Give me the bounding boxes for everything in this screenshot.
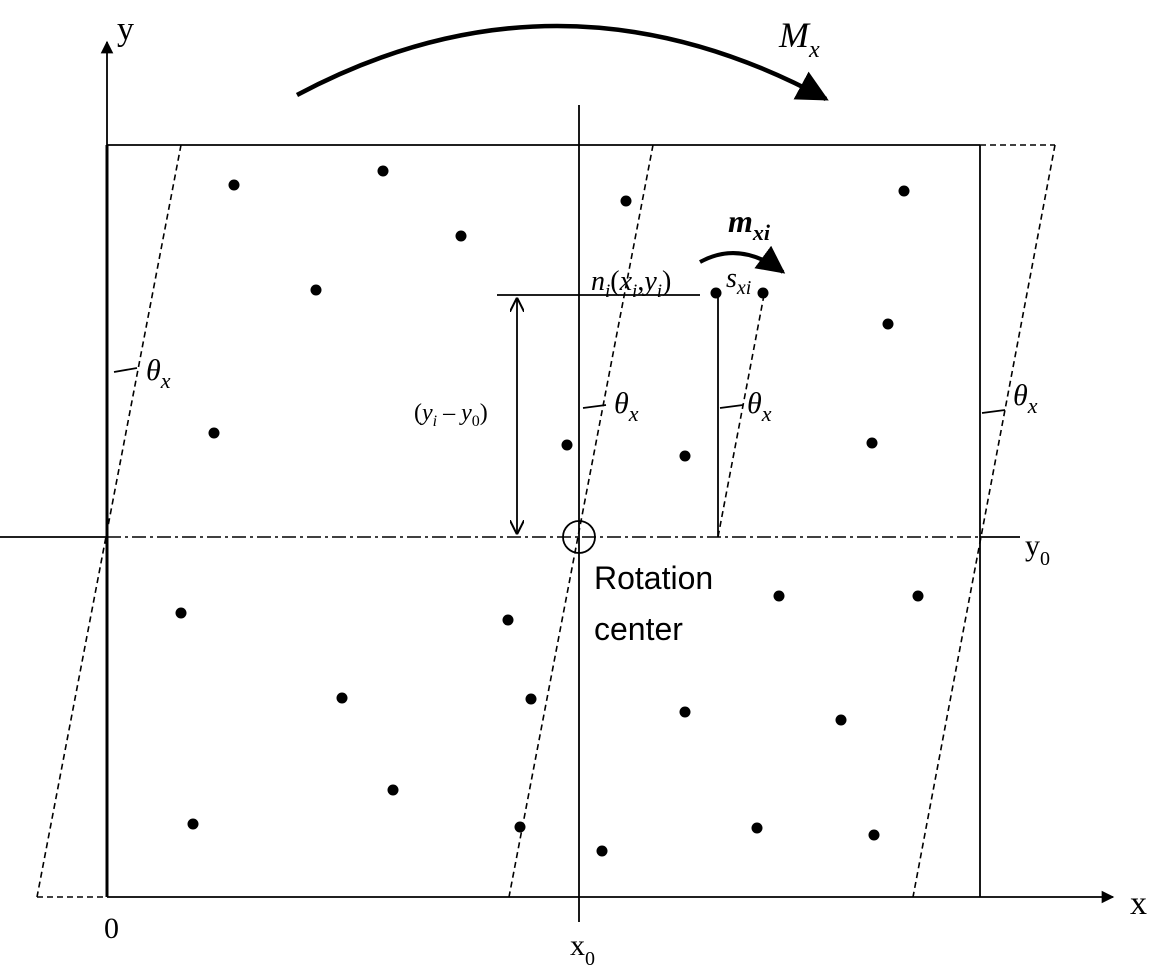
node-dot bbox=[679, 706, 691, 718]
node-dot bbox=[757, 287, 769, 299]
deformed-left-edge bbox=[36, 144, 182, 898]
origin-label: 0 bbox=[104, 912, 119, 945]
node-dot bbox=[502, 614, 514, 626]
node-dot bbox=[175, 607, 187, 619]
node-dot bbox=[898, 185, 910, 197]
x-axis-label: x bbox=[1130, 885, 1147, 922]
y0-label: y0 bbox=[1025, 529, 1050, 570]
node-dot bbox=[387, 784, 399, 796]
node-dot bbox=[455, 230, 467, 242]
y-axis-label: y bbox=[117, 11, 134, 48]
deformed-node-line bbox=[717, 294, 765, 538]
rotation-center-label-line2: center bbox=[594, 611, 683, 647]
node-dot bbox=[336, 692, 348, 704]
node-dot bbox=[187, 818, 199, 830]
node-dot bbox=[835, 714, 847, 726]
node-dot bbox=[596, 845, 608, 857]
node-dot bbox=[882, 318, 894, 330]
angle-label-left: θx bbox=[146, 354, 171, 393]
node-dot bbox=[310, 284, 322, 296]
node-dot bbox=[514, 821, 526, 833]
angle-tick-center bbox=[582, 404, 607, 409]
node-dots bbox=[175, 165, 924, 857]
rotation-center-label-line1: Rotation bbox=[594, 560, 713, 596]
angle-label-node: θx bbox=[747, 387, 772, 426]
distance-label: (yi – y0) bbox=[414, 400, 488, 430]
node-dot bbox=[525, 693, 537, 705]
angle-tick-right bbox=[981, 409, 1006, 414]
node-dot bbox=[228, 179, 240, 191]
deformed-right-edge bbox=[912, 144, 1056, 898]
angle-tick-left bbox=[113, 367, 138, 373]
node-dot bbox=[710, 287, 722, 299]
node-dot bbox=[773, 590, 785, 602]
angle-label-right: θx bbox=[1013, 379, 1038, 418]
moment-arrow bbox=[295, 23, 829, 101]
rotation-center-circle bbox=[562, 520, 596, 554]
x0-label: x0 bbox=[570, 929, 595, 970]
local-moment-label: mxi bbox=[728, 203, 771, 245]
moment-label: Mx bbox=[778, 15, 820, 63]
node-dot bbox=[868, 829, 880, 841]
angle-label-center: θx bbox=[614, 387, 639, 426]
node-dot bbox=[208, 427, 220, 439]
node-label: ni(xi,yi) bbox=[591, 266, 671, 302]
node-dot bbox=[561, 439, 573, 451]
node-dot bbox=[751, 822, 763, 834]
slip-label: sxi bbox=[726, 263, 751, 299]
node-dot bbox=[679, 450, 691, 462]
node-dot bbox=[620, 195, 632, 207]
local-moment-arrow bbox=[699, 245, 786, 274]
node-dot bbox=[866, 437, 878, 449]
angle-tick-node bbox=[719, 404, 744, 409]
node-dot bbox=[377, 165, 389, 177]
node-dot bbox=[912, 590, 924, 602]
